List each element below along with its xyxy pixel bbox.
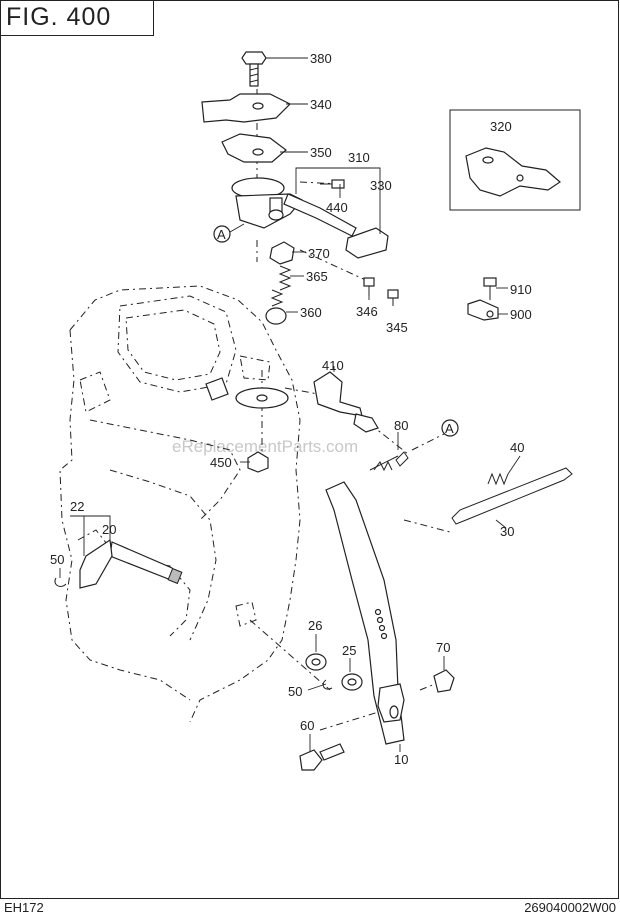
callout-60: 60 [300, 718, 314, 733]
reference-marker-a-lower: A [441, 419, 459, 437]
diagram-frame [0, 0, 619, 899]
governor-plate [205, 377, 289, 409]
callout-40: 40 [510, 440, 524, 455]
part-370-nut [269, 241, 295, 265]
callout-26: 26 [308, 618, 322, 633]
part-350-lever [221, 133, 287, 163]
callout-910: 910 [510, 282, 532, 297]
part-365-spring [278, 265, 292, 291]
callout-10: 10 [394, 752, 408, 767]
part-20-governor-shaft [109, 541, 183, 585]
part-50-clip-lower [322, 679, 333, 690]
callout-330: 330 [370, 178, 392, 193]
callout-365: 365 [306, 269, 328, 284]
reference-marker-a-lower-text: A [445, 421, 454, 436]
part-25-washer [341, 673, 363, 691]
callout-25: 25 [342, 643, 356, 658]
callout-310: 310 [348, 150, 370, 165]
reference-marker-a-upper: A [213, 223, 245, 243]
part-26-washer [305, 653, 327, 671]
part-346-screw [363, 277, 375, 296]
callout-22: 22 [70, 499, 84, 514]
callout-900: 900 [510, 307, 532, 322]
part-30-rod [451, 467, 573, 525]
callout-345: 345 [386, 320, 408, 335]
part-450-nut [247, 451, 269, 473]
part-900-clamp [467, 299, 499, 321]
callout-labels: 380 340 350 310 330 440 320 370 365 360 … [50, 51, 532, 767]
callout-80: 80 [394, 418, 408, 433]
part-440-screw [320, 179, 345, 189]
figure-title: FIG. 400 [6, 3, 112, 31]
figure-title-box: FIG. 400 [0, 0, 154, 36]
part-345-screw [387, 289, 399, 306]
callout-70: 70 [436, 640, 450, 655]
part-340-throttle-plate [201, 93, 292, 123]
callout-350: 350 [310, 145, 332, 160]
callout-50-upper: 50 [50, 552, 64, 567]
callout-340: 340 [310, 97, 332, 112]
part-40-spring [487, 472, 509, 486]
reference-marker-a-upper-text: A [217, 227, 226, 242]
part-360-knob [265, 289, 287, 325]
footer-model: EH172 [4, 900, 44, 915]
part-320-inset [449, 109, 581, 211]
watermark-text: eReplacementParts.com [172, 437, 358, 456]
part-22-governor-arm [79, 538, 113, 589]
callout-410: 410 [322, 358, 344, 373]
callout-440: 440 [326, 200, 348, 215]
callout-370: 370 [308, 246, 330, 261]
leader-lines [59, 57, 521, 752]
callout-380: 380 [310, 51, 332, 66]
part-70-nut [433, 669, 455, 693]
part-310-lever-assembly [231, 177, 357, 237]
part-380-bolt [241, 51, 267, 87]
callout-20: 20 [102, 522, 116, 537]
part-330-grip [345, 227, 389, 259]
part-10-control-lever [325, 481, 405, 745]
callout-50-lower: 50 [288, 684, 302, 699]
part-910-screw [483, 277, 497, 300]
part-410-bracket [313, 371, 379, 433]
engine-block-outline [59, 285, 301, 723]
callout-360: 360 [300, 305, 322, 320]
part-50-clip-upper [54, 577, 67, 587]
footer-drawing-number: 269040002W00 [524, 900, 616, 915]
callout-320: 320 [490, 119, 512, 134]
callout-450: 450 [210, 455, 232, 470]
part-60-bolt [299, 743, 345, 771]
part-80-spring-rod [369, 451, 409, 472]
callout-346: 346 [356, 304, 378, 319]
callout-30: 30 [500, 524, 514, 539]
